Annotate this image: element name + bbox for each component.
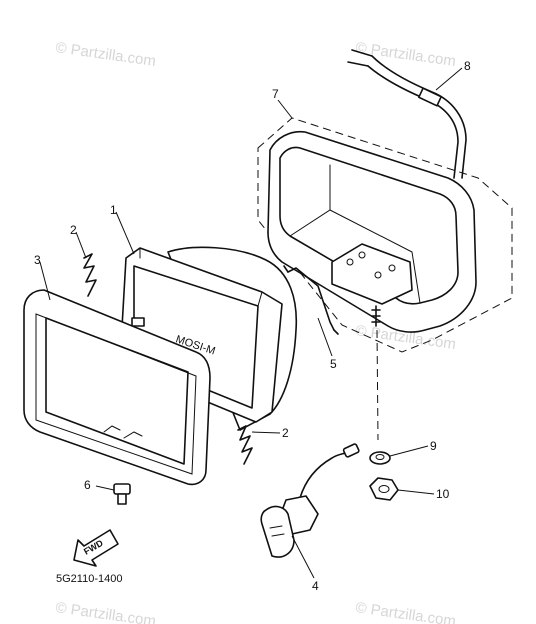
rim-inner — [45, 317, 189, 465]
leader-2a — [75, 231, 87, 259]
callout-8: 8 — [464, 59, 471, 73]
callout-4: 4 — [312, 579, 319, 593]
bracket-wire — [283, 265, 339, 335]
unit-lens-edge — [139, 247, 263, 307]
fwd-arrow-shape — [73, 529, 119, 567]
callout-10: 10 — [436, 487, 450, 501]
nut — [369, 477, 399, 501]
headlight-rim — [23, 289, 211, 486]
leader-3 — [39, 261, 51, 301]
rim-bottom-tab-1 — [103, 425, 121, 433]
bulb — [260, 443, 360, 558]
leader-2b — [251, 431, 281, 434]
watermark-6: © Partzilla.com — [354, 599, 456, 624]
mount-hole-2 — [358, 251, 366, 259]
callout-7: 7 — [272, 87, 279, 101]
screw — [113, 483, 131, 505]
callout-9: 9 — [430, 439, 437, 453]
bulb-filament — [269, 525, 285, 537]
spring-clip-lower — [237, 425, 253, 465]
fwd-arrow: FWD — [73, 529, 119, 567]
leader-lines — [39, 67, 463, 579]
spring-clip-upper — [83, 253, 97, 297]
wire-lead — [347, 49, 467, 179]
body-inner-floor — [289, 209, 421, 304]
leader-4 — [291, 535, 315, 579]
nut-hole — [378, 485, 390, 493]
leader-5 — [317, 317, 333, 357]
callout-2-upper: 2 — [70, 223, 77, 237]
body-mount-plate — [331, 243, 413, 305]
bulb-lead-end — [342, 443, 360, 458]
mount-hole-3 — [374, 271, 382, 279]
headlight-body — [257, 117, 513, 441]
leader-10 — [397, 489, 435, 495]
washer-hole — [375, 454, 385, 460]
body-bolt — [371, 305, 381, 327]
screw-head — [113, 483, 131, 495]
diagram-code: 5G2110-1400 — [56, 573, 122, 585]
leader-7 — [277, 99, 293, 119]
leader-1 — [115, 211, 135, 255]
wire-sleeve — [418, 87, 442, 107]
bulb-glass — [260, 505, 295, 558]
watermark-5: © Partzilla.com — [54, 599, 156, 624]
bracket-wire-shape — [287, 267, 335, 331]
body-opening — [279, 146, 459, 305]
leader-9 — [389, 445, 429, 457]
rim-bottom-tab-2 — [123, 431, 143, 439]
callout-1: 1 — [110, 203, 117, 217]
mount-hole-4 — [388, 264, 396, 272]
callouts: 1 2 2 3 4 5 6 7 8 9 10 — [34, 59, 471, 593]
bolt-axis-line — [376, 329, 379, 441]
fasteners — [369, 451, 399, 501]
wire-terminal-1 — [351, 49, 373, 57]
leader-6 — [95, 485, 115, 491]
bracket-wire-hook — [283, 265, 339, 335]
screw-shank — [117, 493, 127, 505]
wire-terminal-2 — [347, 61, 369, 67]
bulb-lead — [299, 451, 349, 499]
rim-inner-bevel — [35, 313, 197, 475]
washer — [369, 451, 391, 465]
leader-8 — [435, 67, 463, 91]
callout-3: 3 — [34, 253, 41, 267]
unit-tab — [131, 317, 145, 327]
callout-2-lower: 2 — [282, 426, 289, 440]
watermark-1: © Partzilla.com — [54, 39, 156, 70]
callout-5: 5 — [330, 357, 337, 371]
mount-hole-1 — [346, 258, 354, 266]
spring-clips — [83, 253, 253, 465]
callout-6: 6 — [84, 478, 91, 492]
